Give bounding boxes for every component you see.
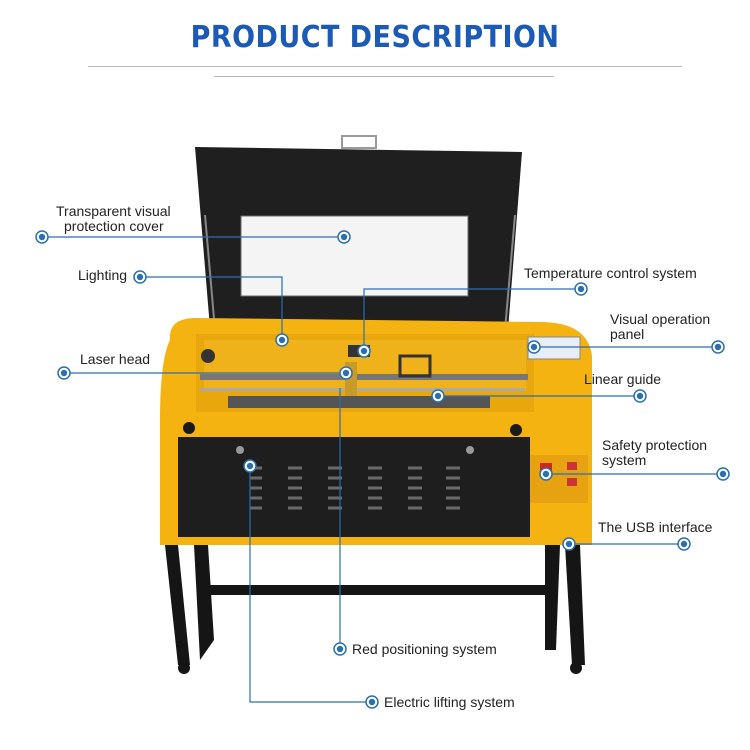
page-title: PRODUCT DESCRIPTION	[190, 20, 560, 55]
target-dot-icon	[133, 270, 147, 284]
label-laser-head: Laser head	[80, 351, 151, 367]
lid-handle	[341, 135, 377, 149]
label-visual-panel: Visual operation panel	[610, 311, 711, 342]
leader-electric-lifting	[249, 466, 372, 703]
leader-lines	[42, 236, 723, 703]
label-usb: The USB interface	[598, 519, 713, 535]
target-dot-icon	[35, 230, 49, 244]
target-dot-icon	[357, 344, 371, 358]
target-dot-icon	[633, 389, 647, 403]
leader-temperature	[363, 288, 581, 351]
target-dot-icon	[365, 695, 379, 709]
label-linear-guide: Linear guide	[584, 371, 662, 387]
title-rule-outer	[88, 66, 682, 67]
target-dot-icon	[574, 282, 588, 296]
label-safety: Safety protection system	[602, 437, 708, 468]
label-red-positioning: Red positioning system	[352, 641, 497, 657]
target-dot-icon	[527, 340, 541, 354]
label-cover: Transparent visual protection cover	[56, 203, 171, 234]
target-dot-icon	[339, 366, 353, 380]
viewing-window	[240, 215, 469, 297]
target-dot-icon	[677, 537, 691, 551]
target-dot-icon	[57, 366, 71, 380]
label-lighting: Lighting	[78, 267, 128, 283]
target-dot-icon	[275, 333, 289, 347]
machine-stand	[165, 545, 585, 674]
target-dot-icon	[333, 642, 347, 656]
target-dot-icon	[539, 467, 553, 481]
target-dot-icon	[562, 537, 576, 551]
leader-lighting	[140, 276, 283, 340]
label-electric-lifting: Electric lifting system	[384, 694, 515, 710]
lid	[195, 135, 522, 331]
target-dot-icon	[337, 230, 351, 244]
cabinet-panel	[178, 437, 530, 537]
target-dot-icon	[716, 467, 730, 481]
target-dot-icon	[431, 389, 445, 403]
title-rule-inner	[214, 76, 554, 77]
callout-markers	[35, 230, 730, 709]
label-temperature: Temperature control system	[524, 265, 697, 281]
machine-body	[160, 318, 592, 545]
target-dot-icon	[711, 340, 725, 354]
target-dot-icon	[243, 459, 257, 473]
